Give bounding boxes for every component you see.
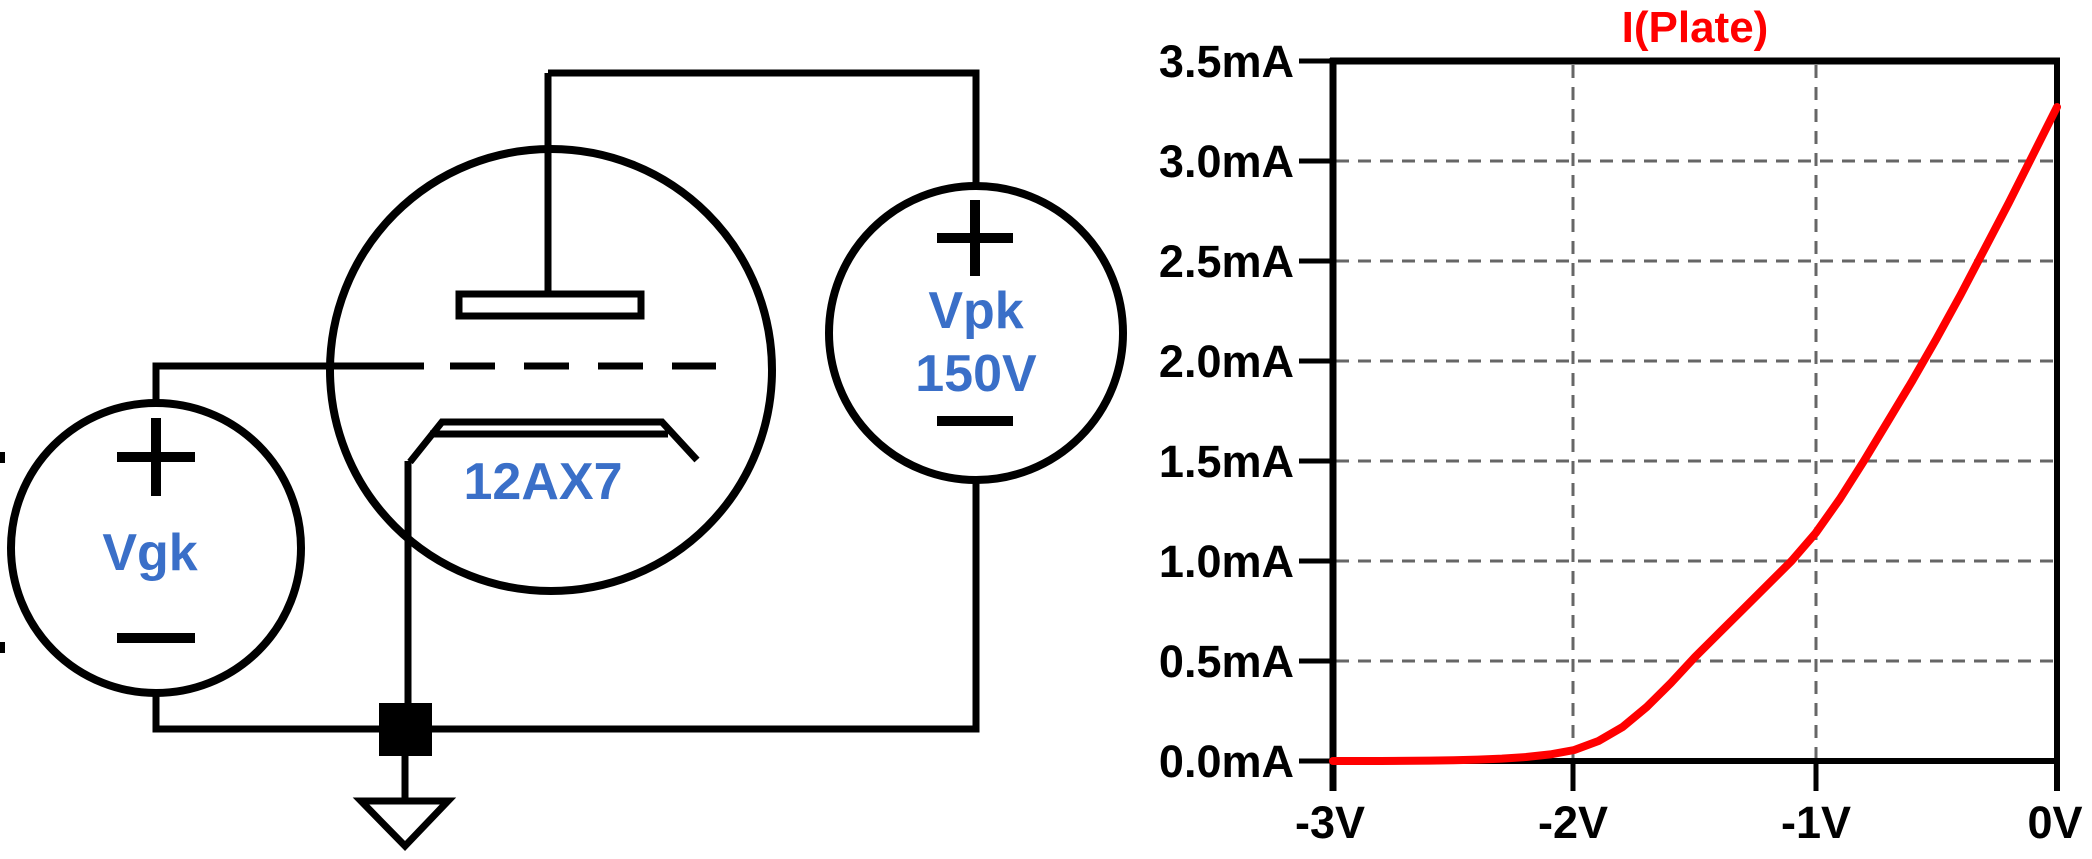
wire-plate-supply[interactable] xyxy=(548,69,980,187)
vpk-label[interactable]: Vpk xyxy=(928,282,1023,340)
y-axis-tick-label: 2.0mA xyxy=(1159,336,1294,387)
tube-envelope-circle[interactable] xyxy=(326,145,776,595)
wire-grid[interactable] xyxy=(152,362,424,403)
circuit-schematic: 12AX7 Vgk Vpk 150V xyxy=(0,69,1127,852)
wire-bottom-return[interactable] xyxy=(152,480,980,733)
plot-title[interactable]: I(Plate) xyxy=(1622,3,1769,52)
cathode-electrode[interactable] xyxy=(407,418,700,465)
tube-label[interactable]: 12AX7 xyxy=(464,453,623,511)
plate-electrode[interactable] xyxy=(455,290,645,320)
y-axis-tick-label: 2.5mA xyxy=(1159,236,1294,287)
x-axis-tick-label: -2V xyxy=(1538,797,1608,848)
y-axis-tick-labels: 3.5mA 3.0mA 2.5mA 2.0mA 1.5mA 1.0mA 0.5m… xyxy=(1159,36,1294,787)
y-axis-tick-label: 1.5mA xyxy=(1159,436,1294,487)
ground-triangle-icon xyxy=(352,797,457,852)
x-axis-tick-label: -1V xyxy=(1781,797,1851,848)
plate-current-trace xyxy=(1329,103,2061,765)
y-axis-tick-label: 0.0mA xyxy=(1159,736,1294,787)
y-axis-tick-label: 3.0mA xyxy=(1159,136,1294,187)
y-axis-ticks xyxy=(1299,58,1333,764)
y-axis-tick-label: 3.5mA xyxy=(1159,36,1294,87)
vpk-source-symbol[interactable]: Vpk 150V xyxy=(825,182,1127,484)
ground-symbol[interactable] xyxy=(352,756,457,852)
plot-border xyxy=(1329,57,2060,791)
ground-junction-node[interactable] xyxy=(379,703,432,756)
waveform-plot-panel[interactable]: I(Plate) xyxy=(1159,3,2083,848)
y-axis-tick-label: 1.0mA xyxy=(1159,536,1294,587)
left-edge-artifact xyxy=(0,452,5,463)
left-edge-artifact xyxy=(0,642,5,653)
plus-terminal-icon xyxy=(937,200,1013,276)
vgk-circle[interactable] xyxy=(7,399,305,697)
vpk-value-label[interactable]: 150V xyxy=(915,345,1037,403)
vgk-label[interactable]: Vgk xyxy=(102,524,197,582)
x-axis-tick-label: 0V xyxy=(2027,797,2082,848)
x-axis-ticks xyxy=(1570,761,1819,791)
triode-tube-symbol[interactable]: 12AX7 xyxy=(326,145,776,595)
vgk-source-symbol[interactable]: Vgk xyxy=(7,399,305,697)
y-axis-tick-label: 0.5mA xyxy=(1159,636,1294,687)
vpk-circle[interactable] xyxy=(825,182,1127,484)
plus-terminal-icon xyxy=(117,418,195,496)
x-axis-tick-label: -3V xyxy=(1295,797,1365,848)
x-axis-tick-labels: -3V -2V -1V 0V xyxy=(1295,797,2083,848)
